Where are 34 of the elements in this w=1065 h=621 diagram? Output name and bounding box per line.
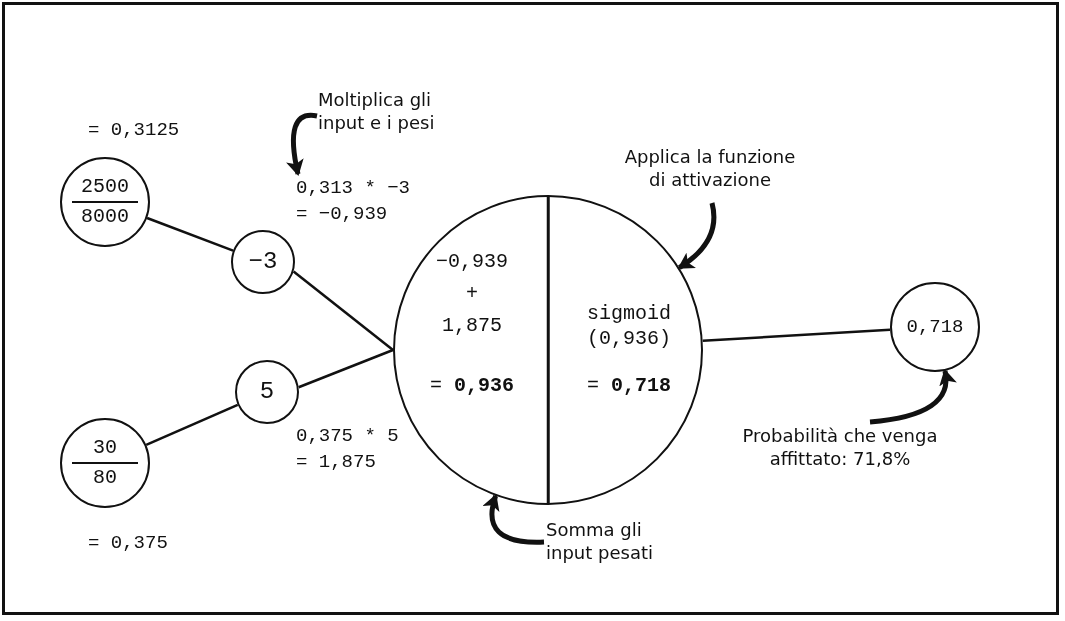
curved-arrow [482, 493, 545, 545]
curved-arrow [677, 202, 717, 270]
formula-text: + [465, 281, 479, 306]
connector-line [145, 403, 239, 447]
neuron-circle [60, 418, 150, 508]
node-value: 0,718 [906, 315, 964, 339]
neuron-circle [235, 360, 299, 424]
calculation-text: 0,375 * 5 = 1,875 [296, 424, 400, 475]
formula-text: = 0,718 [586, 373, 672, 398]
denominator: 8000 [81, 205, 129, 230]
connector-line [298, 348, 394, 389]
numerator: 2500 [81, 174, 129, 199]
formula-text: 1,875 [441, 313, 503, 338]
denominator: 80 [93, 466, 117, 491]
neuron-circle [231, 230, 295, 294]
formula-text: sigmoid (0,936) [586, 301, 672, 351]
annotation-text: Moltiplica gli input e i pesi [318, 88, 468, 135]
neuron-circle [60, 157, 150, 247]
numerator: 30 [93, 435, 117, 460]
formula-text: = 0,936 [429, 373, 515, 398]
annotation-text: Applica la funzione di attivazione [620, 145, 800, 192]
connector-line [292, 270, 394, 351]
result-text: = 0,3125 [88, 118, 180, 143]
node-value: 5 [259, 377, 275, 407]
calculation-text: 0,313 * −3 = −0,939 [296, 176, 424, 228]
node-value: −3 [248, 247, 278, 277]
formula-text: −0,939 [435, 249, 509, 274]
annotation-text: Somma gli input pesati [546, 518, 676, 565]
curved-arrow [869, 368, 956, 425]
neuron-circle [890, 282, 980, 372]
result-text: = 0,375 [88, 531, 168, 556]
connector-line [702, 328, 891, 343]
annotation-text: Probabilità che venga affittato: 71,8% [720, 424, 960, 471]
connector-line [146, 216, 234, 252]
